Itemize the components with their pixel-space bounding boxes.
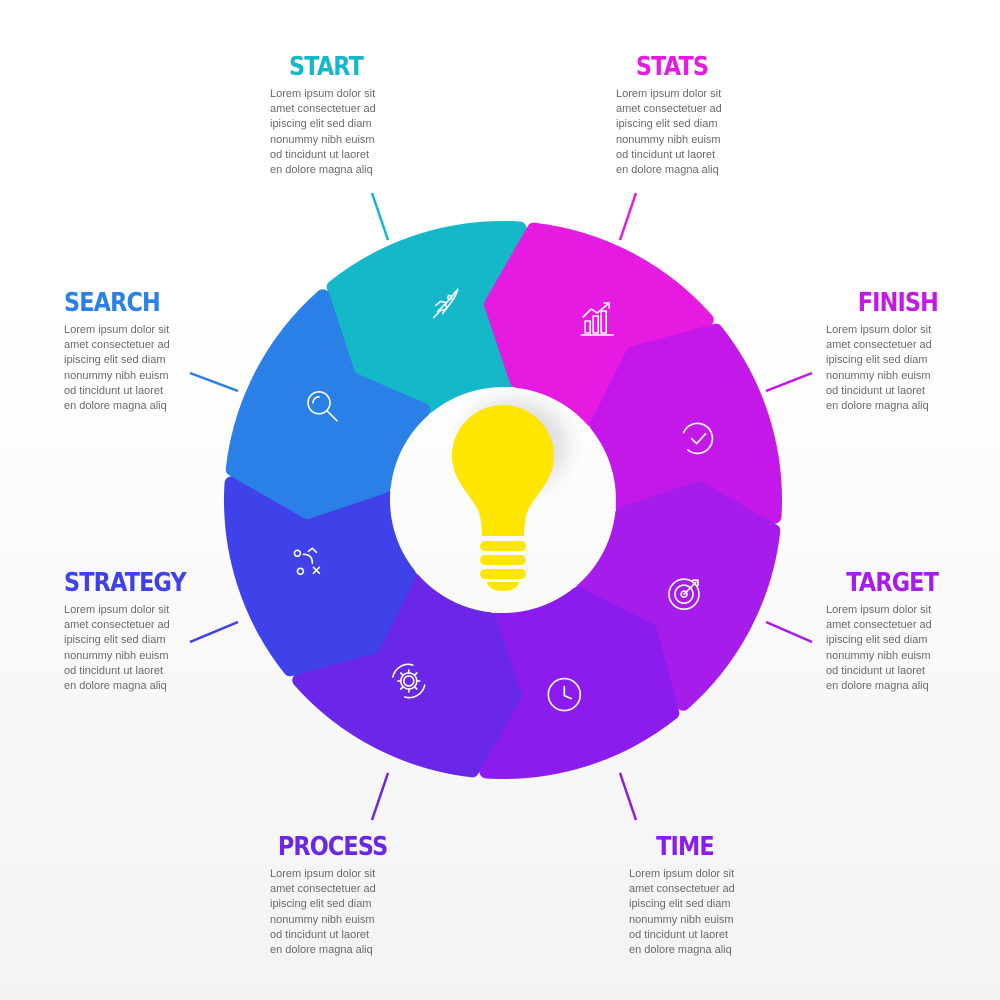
step-title: SEARCH	[64, 288, 161, 318]
segment-target	[575, 481, 781, 711]
step-description: Lorem ipsum dolor sit amet consectetuer …	[270, 88, 376, 177]
rocket-icon	[432, 288, 459, 319]
step-title: STATS	[635, 52, 709, 82]
bar-chart-growth-icon	[580, 302, 615, 336]
step-title: START	[288, 52, 364, 82]
step-label-strategy: STRATEGY Lorem ipsum dolor sit amet cons…	[64, 568, 187, 694]
connector-line	[618, 192, 638, 241]
connector-line	[189, 620, 239, 644]
segment-start	[326, 221, 527, 414]
step-title: FINISH	[857, 288, 939, 318]
step-title: TIME	[656, 832, 715, 862]
step-title: PROCESS	[277, 832, 388, 862]
segment-strategy	[224, 476, 417, 677]
segment-search	[225, 289, 431, 519]
cycle-segments	[224, 221, 782, 779]
connector-line	[618, 772, 638, 821]
connector-line	[370, 772, 390, 821]
segment-icons	[293, 288, 714, 712]
magnifier-icon	[307, 390, 338, 422]
step-description: Lorem ipsum dolor sit amet consectetuer …	[826, 604, 932, 693]
step-label-start: START Lorem ipsum dolor sit amet consect…	[270, 52, 382, 178]
step-label-search: SEARCH Lorem ipsum dolor sit amet consec…	[64, 288, 176, 414]
step-description: Lorem ipsum dolor sit amet consectetuer …	[270, 868, 376, 957]
target-icon	[668, 578, 700, 611]
step-label-stats: STATS Lorem ipsum dolor sit amet consect…	[616, 52, 728, 178]
step-description: Lorem ipsum dolor sit amet consectetuer …	[629, 868, 735, 957]
step-title: TARGET	[846, 568, 939, 598]
lightbulb-icon	[452, 400, 567, 591]
step-description: Lorem ipsum dolor sit amet consectetuer …	[64, 324, 170, 413]
step-label-time: TIME Lorem ipsum dolor sit amet consecte…	[629, 832, 741, 958]
connector-line	[765, 620, 813, 644]
connector-line	[765, 371, 813, 393]
connector-line	[370, 192, 390, 241]
step-label-process: PROCESS Lorem ipsum dolor sit amet conse…	[270, 832, 388, 958]
segment-process	[292, 572, 522, 778]
clock-icon	[547, 677, 582, 712]
connector-line	[189, 371, 239, 393]
step-label-finish: FINISH Lorem ipsum dolor sit amet consec…	[826, 288, 939, 414]
segment-time	[479, 586, 680, 779]
gear-cycle-icon	[391, 663, 426, 699]
step-title: STRATEGY	[64, 568, 187, 598]
check-circle-icon	[682, 422, 714, 455]
connector-ticks	[189, 192, 813, 821]
strategy-play-icon	[293, 547, 321, 576]
step-description: Lorem ipsum dolor sit amet consectetuer …	[826, 324, 932, 413]
step-label-target: TARGET Lorem ipsum dolor sit amet consec…	[826, 568, 939, 694]
segment-finish	[589, 323, 782, 524]
step-description: Lorem ipsum dolor sit amet consectetuer …	[616, 88, 722, 177]
step-description: Lorem ipsum dolor sit amet consectetuer …	[64, 604, 170, 693]
